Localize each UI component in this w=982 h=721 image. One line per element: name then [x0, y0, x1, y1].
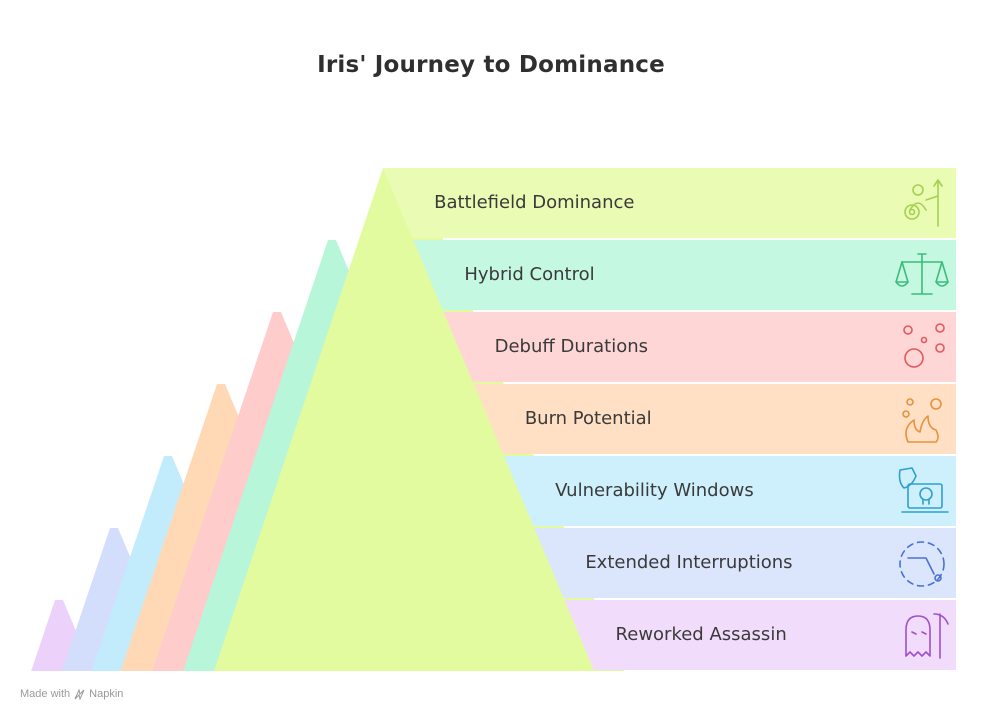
band-label: Extended Interruptions	[585, 552, 793, 573]
pyramid-icons	[895, 179, 949, 659]
pyramid-band-7	[564, 600, 956, 670]
footer-brand: Napkin	[89, 688, 124, 700]
band-label: Battlefield Dominance	[434, 192, 635, 213]
pyramid-band-1	[383, 168, 956, 238]
balance-scale-icon	[895, 253, 949, 295]
footer-made-with: Made with	[20, 688, 71, 700]
pyramid-band-4	[473, 384, 956, 454]
pyramid-rib-1	[213, 168, 603, 671]
band-label: Reworked Assassin	[615, 624, 787, 645]
warrior-with-spear-and-shield-icon	[904, 179, 943, 227]
interrupted-circle-icon	[899, 541, 945, 587]
pyramid-band-3	[443, 312, 957, 382]
pyramid-band-5	[503, 456, 956, 526]
band-label: Hybrid Control	[464, 264, 595, 285]
band-label: Burn Potential	[524, 408, 652, 429]
hooded-assassin-with-scythe-icon	[905, 613, 949, 659]
napkin-logo-icon	[74, 688, 85, 700]
diagram-title: Iris' Journey to Dominance	[317, 52, 665, 78]
pyramid-band-2	[413, 240, 956, 310]
band-label: Debuff Durations	[494, 336, 649, 357]
band-label: Vulnerability Windows	[555, 480, 754, 501]
fire-sparks-icon	[902, 398, 942, 443]
napkin-footer: Made with Napkin	[20, 688, 123, 700]
pyramid-ribs	[31, 168, 625, 671]
pyramid-band-6	[534, 528, 956, 598]
bubbles-icon	[903, 323, 945, 368]
pyramid-bands	[383, 168, 957, 670]
laptop-skull-shield-icon	[898, 467, 949, 513]
